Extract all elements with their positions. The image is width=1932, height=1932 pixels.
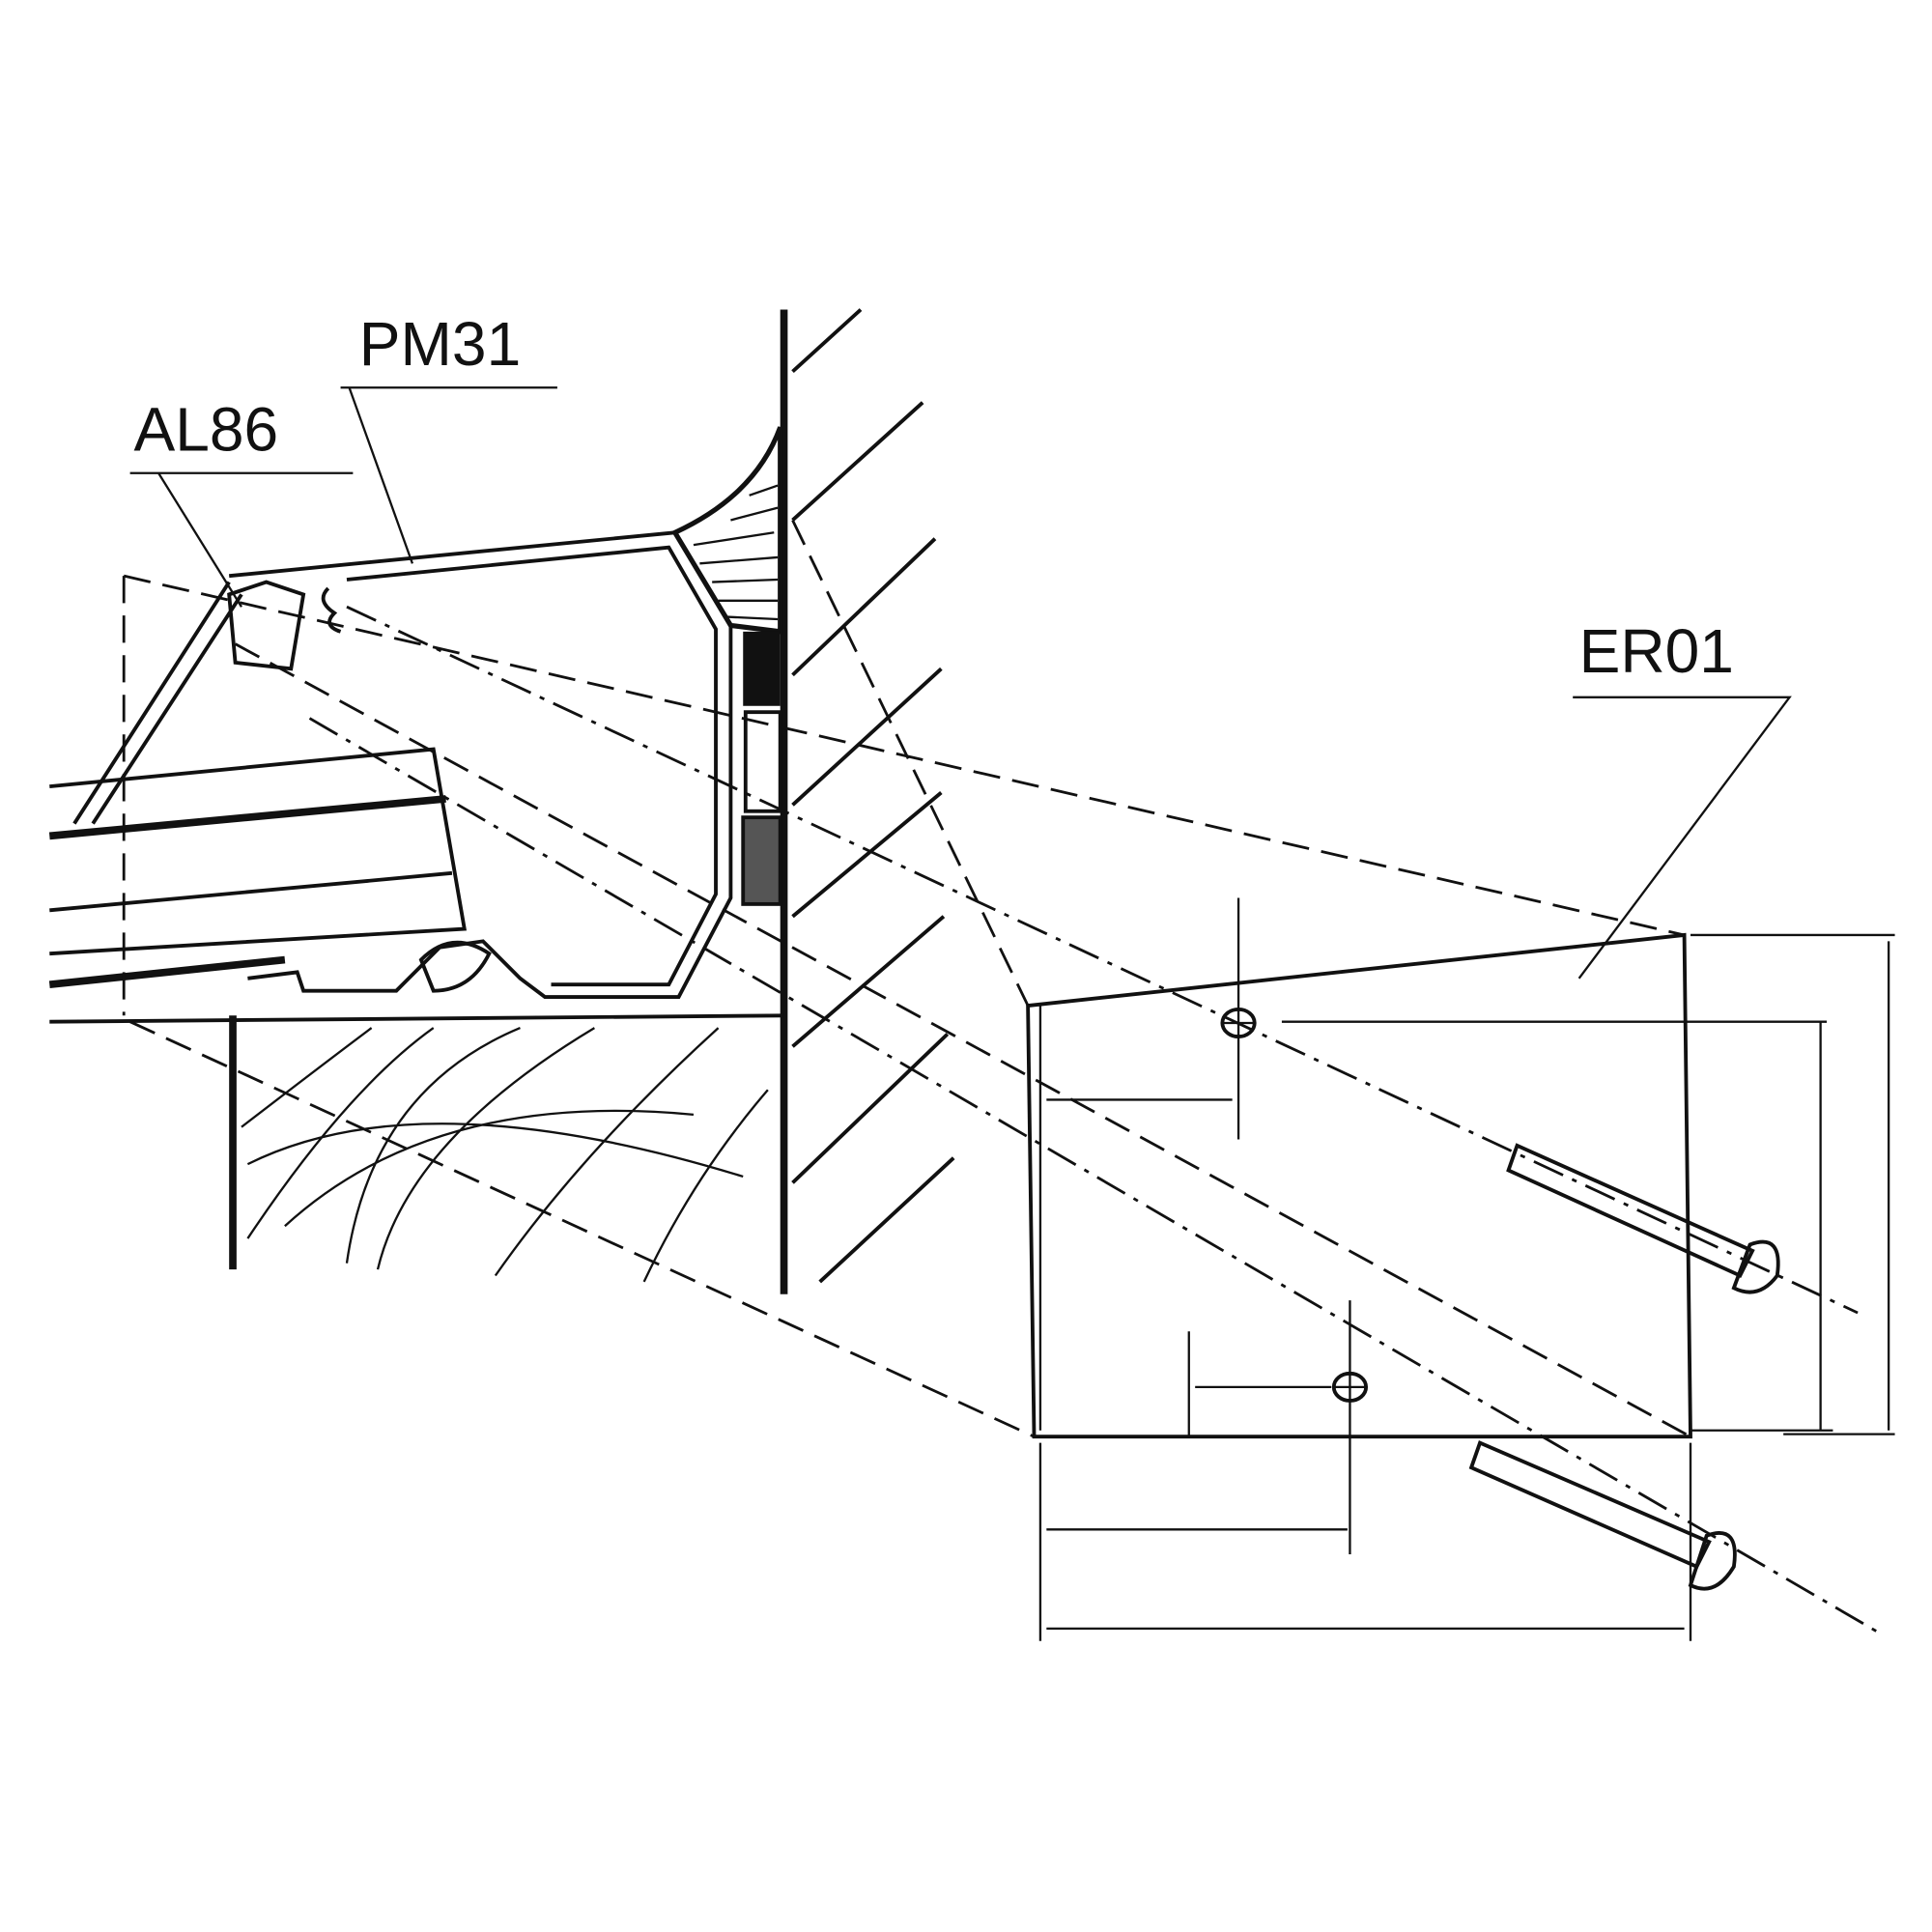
wall bbox=[780, 308, 955, 1294]
label-er01: ER01 bbox=[1579, 616, 1734, 686]
profile-pm31 bbox=[72, 530, 733, 999]
dimension-lines bbox=[1038, 897, 1895, 1641]
projection-lines bbox=[122, 519, 1884, 1636]
label-pm31: PM31 bbox=[359, 309, 521, 379]
leader-al86 bbox=[129, 471, 354, 608]
leader-pm31 bbox=[340, 386, 557, 564]
timber-block bbox=[229, 1015, 769, 1283]
screws bbox=[1468, 1143, 1780, 1591]
leader-er01 bbox=[1573, 696, 1792, 980]
label-al86: AL86 bbox=[133, 395, 278, 465]
mounting-holes bbox=[1220, 1007, 1369, 1403]
sealant bbox=[671, 426, 783, 906]
glazing-panel bbox=[48, 747, 784, 1024]
plate-er01 bbox=[1026, 932, 1692, 1439]
